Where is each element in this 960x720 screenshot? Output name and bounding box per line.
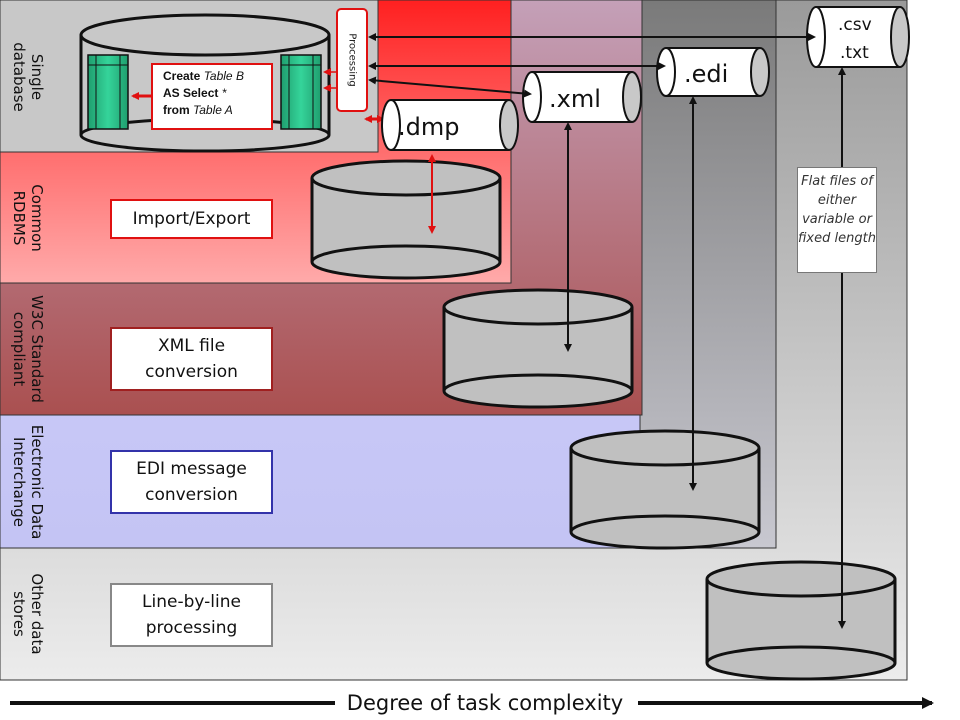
file-xml-cylinder: [522, 71, 642, 123]
sql-keyword-from: from: [163, 103, 190, 117]
method-line-by-line: Line-by-line processing: [110, 583, 273, 647]
category-label-w3c: W3C Standard compliant: [10, 295, 46, 403]
file-xml-label: .xml: [549, 85, 601, 113]
file-dmp-label: .dmp: [398, 113, 459, 141]
database-cylinder-edi: [569, 429, 761, 550]
database-cylinder-other: [705, 560, 897, 681]
processing-box: Processing: [336, 8, 368, 112]
file-edi-label: .edi: [684, 60, 728, 88]
sql-keyword-create: Create: [163, 69, 201, 83]
file-csv-txt-cylinder: [806, 6, 910, 68]
method-xml-conversion: XML file conversion: [110, 327, 273, 391]
category-label-edi: Electronic Data Interchange: [10, 424, 46, 540]
sql-keyword-select: AS Select: [163, 86, 219, 100]
category-label-common-rdbms: Common RDBMS: [10, 184, 46, 252]
database-cylinder-w3c: [442, 288, 634, 409]
file-csv-label: .csv: [838, 15, 872, 35]
complexity-axis-label: Degree of task complexity: [335, 688, 635, 718]
sql-line-1: Create Table B: [163, 68, 271, 85]
processing-label: Processing: [346, 33, 358, 87]
sql-statement-box: Create Table B AS Select * from Table A: [151, 63, 273, 130]
file-edi-cylinder: [656, 47, 770, 97]
flat-files-note: Flat files of either variable or fixed l…: [797, 167, 877, 273]
file-dmp-cylinder: [381, 99, 519, 151]
sql-table-b: Table B: [200, 69, 244, 83]
table-b-icon: [280, 54, 322, 130]
table-a-icon: [87, 54, 129, 130]
arrow-processing-xml: [368, 76, 532, 98]
sql-line-3: from Table A: [163, 102, 271, 119]
file-txt-label: .txt: [840, 43, 869, 63]
method-edi-conversion: EDI message conversion: [110, 450, 273, 514]
method-import-export: Import/Export: [110, 199, 273, 239]
sql-star: *: [218, 86, 227, 100]
sql-line-2: AS Select *: [163, 85, 271, 102]
database-cylinder-rdbms: [310, 159, 502, 280]
category-label-other-data-stores: Other data stores: [10, 573, 46, 655]
category-label-single-database: Single database: [10, 42, 46, 112]
sql-table-a: Table A: [189, 103, 233, 117]
